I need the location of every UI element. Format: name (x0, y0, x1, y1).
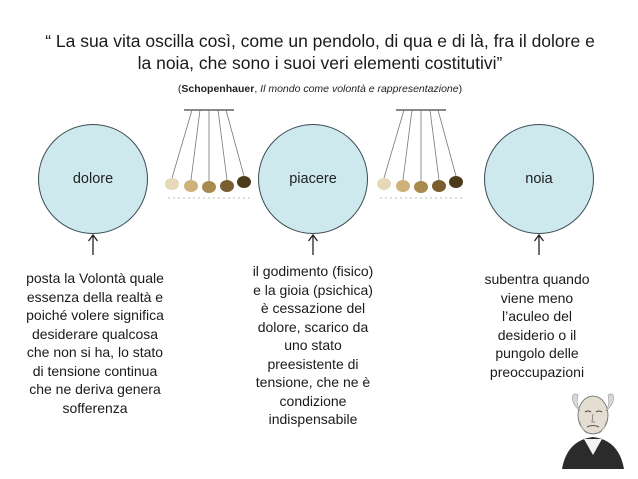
description-piacere: il godimento (fisico) e la gioia (psichi… (228, 262, 398, 429)
description-noia: subentra quando viene meno l’aculeo del … (452, 270, 622, 381)
desc-line: sofferenza (62, 399, 128, 416)
desc-line: uno stato (284, 337, 342, 353)
pendulum-icon-left (165, 109, 251, 199)
desc-line: tensione, che ne è (255, 374, 371, 390)
quote-line-1: “ La sua vita oscilla così, come un pend… (45, 31, 595, 51)
desc-line: preoccupazioni (489, 363, 585, 380)
desc-line: essenza della realtà e (26, 288, 164, 305)
circle-noia: noia (484, 124, 594, 234)
arrow-up-icon-piacere (307, 233, 319, 255)
desc-line: di tensione continua (32, 362, 158, 379)
source-sep: , (254, 83, 261, 95)
desc-line: è cessazione del (260, 300, 366, 316)
circle-label-dolore: dolore (72, 171, 114, 187)
desc-line: pungolo delle (495, 345, 579, 361)
desc-line: indispensabile (268, 411, 358, 427)
desc-line: posta la Volontà quale (26, 270, 164, 286)
source-close: ) (458, 83, 463, 95)
desc-line: dolore, scarico da (257, 318, 369, 335)
desc-line: l’aculeo del (501, 308, 573, 324)
arrow-up-icon-noia (533, 233, 545, 255)
source-title: Il mondo come volontà e rappresentazione (260, 83, 459, 95)
source-open: ( (177, 83, 182, 95)
desc-line: desiderio o il (497, 326, 577, 343)
circle-dolore: dolore (38, 124, 148, 234)
desc-line: preesistente di (267, 355, 359, 372)
source-author: Schopenhauer (181, 83, 255, 95)
circle-label-piacere: piacere (289, 171, 337, 187)
desc-line: e la gioia (psichica) (253, 281, 373, 298)
arrow-up-icon-dolore (87, 233, 99, 255)
quote-source: (Schopenhauer, Il mondo come volontà e r… (20, 83, 620, 95)
circle-label-noia: noia (525, 171, 553, 187)
quote-line-2: la noia, che sono i suoi veri elementi c… (137, 53, 503, 73)
desc-line: condizione (279, 392, 347, 409)
desc-line: il godimento (fisico) (252, 263, 374, 279)
pendulum-icon-right (377, 109, 463, 199)
desc-line: che ne deriva genera (29, 381, 161, 397)
quote: “ La sua vita oscilla così, come un pend… (20, 30, 620, 74)
description-dolore: posta la Volontà quale essenza della rea… (10, 269, 180, 417)
circle-piacere: piacere (258, 124, 368, 234)
desc-line: desiderare qualcosa (31, 325, 159, 342)
desc-line: poiché volere significa (26, 307, 164, 323)
desc-line: viene meno (500, 289, 574, 306)
desc-line: che non si ha, lo stato (26, 344, 164, 360)
schopenhauer-portrait (556, 377, 630, 469)
desc-line: subentra quando (484, 271, 590, 287)
